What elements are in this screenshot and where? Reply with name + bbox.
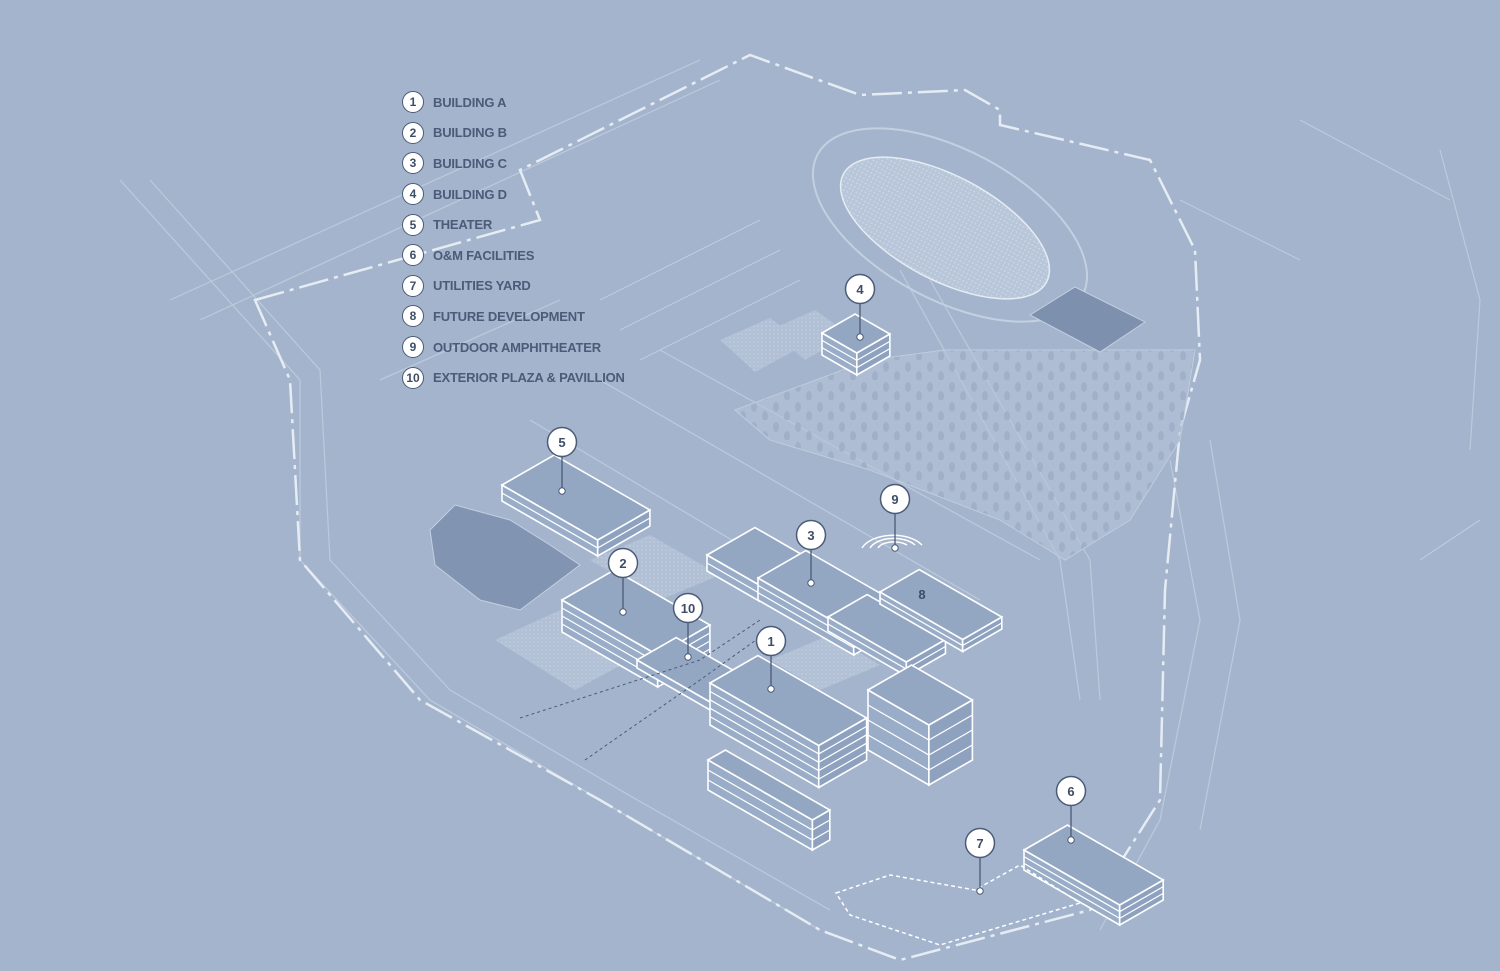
legend-number-badge: 4 — [402, 183, 424, 206]
theater-structure — [429, 504, 581, 611]
marker-10[interactable]: 10 — [672, 592, 704, 661]
walking-paths — [519, 619, 771, 761]
legend-item: 1 BUILDING A — [402, 87, 625, 118]
legend: 1 BUILDING A 2 BUILDING B 3 BUILDING C 4 BUILDI… — [402, 87, 625, 393]
marker-9[interactable]: 9 — [879, 483, 911, 552]
marker-label: 6 — [1067, 784, 1074, 799]
marker-label: 4 — [856, 282, 864, 297]
legend-label: BUILDING D — [433, 186, 507, 202]
building-d — [820, 313, 892, 377]
legend-number-badge: 8 — [402, 305, 424, 328]
marker-label: 1 — [767, 634, 774, 649]
legend-number-badge: 7 — [402, 274, 424, 297]
low-building — [706, 749, 832, 852]
legend-number-badge: 1 — [402, 91, 424, 114]
marker-label: 2 — [619, 556, 626, 571]
legend-item: 4 BUILDING D — [402, 179, 625, 210]
marker-1[interactable]: 1 — [755, 625, 787, 693]
amphitheater-arcs — [861, 534, 923, 549]
building-a — [708, 654, 869, 789]
legend-number-badge: 6 — [402, 244, 424, 267]
utilities-yard-outline — [834, 864, 1082, 946]
marker-4[interactable]: 4 — [844, 273, 876, 341]
legend-item: 9 OUTDOOR AMPHITHEATER — [402, 332, 625, 363]
legend-label: O&M FACILITIES — [433, 247, 535, 263]
legend-label: FUTURE DEVELOPMENT — [433, 308, 585, 324]
legend-label: THEATER — [433, 217, 493, 233]
marker-7[interactable]: 7 — [964, 827, 996, 895]
legend-label: BUILDING A — [433, 94, 507, 110]
legend-label: BUILDING C — [433, 155, 507, 171]
marker-label: 9 — [891, 492, 898, 507]
building-8-future — [878, 568, 1004, 653]
legend-label: OUTDOOR AMPHITHEATER — [433, 339, 601, 355]
legend-number-badge: 2 — [402, 121, 424, 144]
legend-item: 3 BUILDING C — [402, 148, 625, 179]
marker-2[interactable]: 2 — [607, 547, 639, 616]
marker-8[interactable]: 8 — [918, 587, 925, 602]
marker-6[interactable]: 6 — [1055, 775, 1087, 844]
gymnasium — [1028, 286, 1146, 353]
buildings — [500, 313, 1165, 927]
marker-label: 3 — [807, 528, 814, 543]
legend-number-badge: 9 — [402, 336, 424, 359]
legend-item: 2 BUILDING B — [402, 118, 625, 149]
legend-item: 10 EXTERIOR PLAZA & PAVILLION — [402, 362, 625, 393]
legend-label: UTILITIES YARD — [433, 278, 531, 294]
site-boundary — [253, 53, 1202, 962]
marker-label: 10 — [681, 601, 695, 616]
marker-label: 5 — [558, 435, 565, 450]
legend-label: BUILDING B — [433, 125, 507, 141]
legend-number-badge: 3 — [402, 152, 424, 175]
marker-5[interactable]: 5 — [546, 426, 578, 495]
marker-label: 7 — [976, 836, 983, 851]
legend-number-badge: 10 — [402, 366, 424, 389]
building-6-om — [1022, 824, 1165, 927]
legend-item: 8 FUTURE DEVELOPMENT — [402, 301, 625, 332]
legend-number-badge: 5 — [402, 213, 424, 236]
legend-item: 7 UTILITIES YARD — [402, 271, 625, 302]
building-5-theater — [500, 454, 652, 558]
marker-label: 8 — [918, 587, 925, 602]
marker-3[interactable]: 3 — [795, 519, 827, 587]
legend-item: 5 THEATER — [402, 209, 625, 240]
legend-label: EXTERIOR PLAZA & PAVILLION — [433, 370, 625, 386]
legend-item: 6 O&M FACILITIES — [402, 240, 625, 271]
tower — [866, 664, 975, 787]
